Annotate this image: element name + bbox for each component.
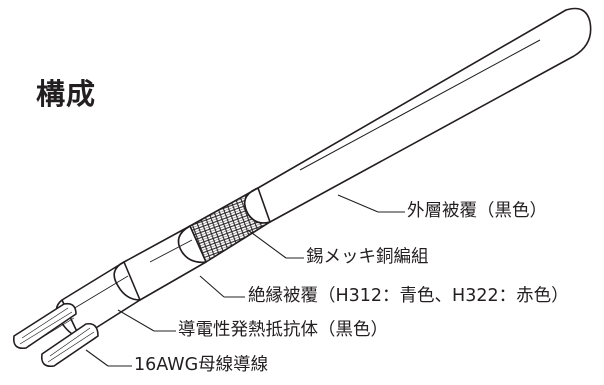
- insulation: [123, 225, 207, 301]
- label-bus-wire: 16AWG母線導線: [134, 355, 269, 375]
- label-braid: 錫メッキ銅編組: [306, 247, 429, 267]
- heating-core: [61, 261, 141, 339]
- leader-outer-jacket: [337, 194, 405, 213]
- leader-braid: [247, 229, 304, 259]
- outer-jacket-highlight: [299, 39, 541, 171]
- title: 構成: [36, 77, 97, 111]
- label-heating-core: 導電性発熱抵抗体（黒色）: [178, 320, 388, 340]
- leader-heating-core: [117, 309, 176, 332]
- heating-core-line: [67, 275, 129, 313]
- braid: [189, 187, 271, 263]
- label-insulation: 絶縁被覆（H312：青色、H322：赤色）: [248, 286, 569, 306]
- label-outer-jacket: 外層被覆（黒色）: [407, 201, 547, 221]
- bus-wire-upper: [12, 302, 77, 350]
- insulation-highlight: [149, 239, 193, 263]
- outer-jacket: [257, 7, 592, 223]
- leader-bus-wire: [85, 349, 132, 367]
- bus-wire-lower: [40, 322, 99, 368]
- leader-insulation: [199, 275, 245, 298]
